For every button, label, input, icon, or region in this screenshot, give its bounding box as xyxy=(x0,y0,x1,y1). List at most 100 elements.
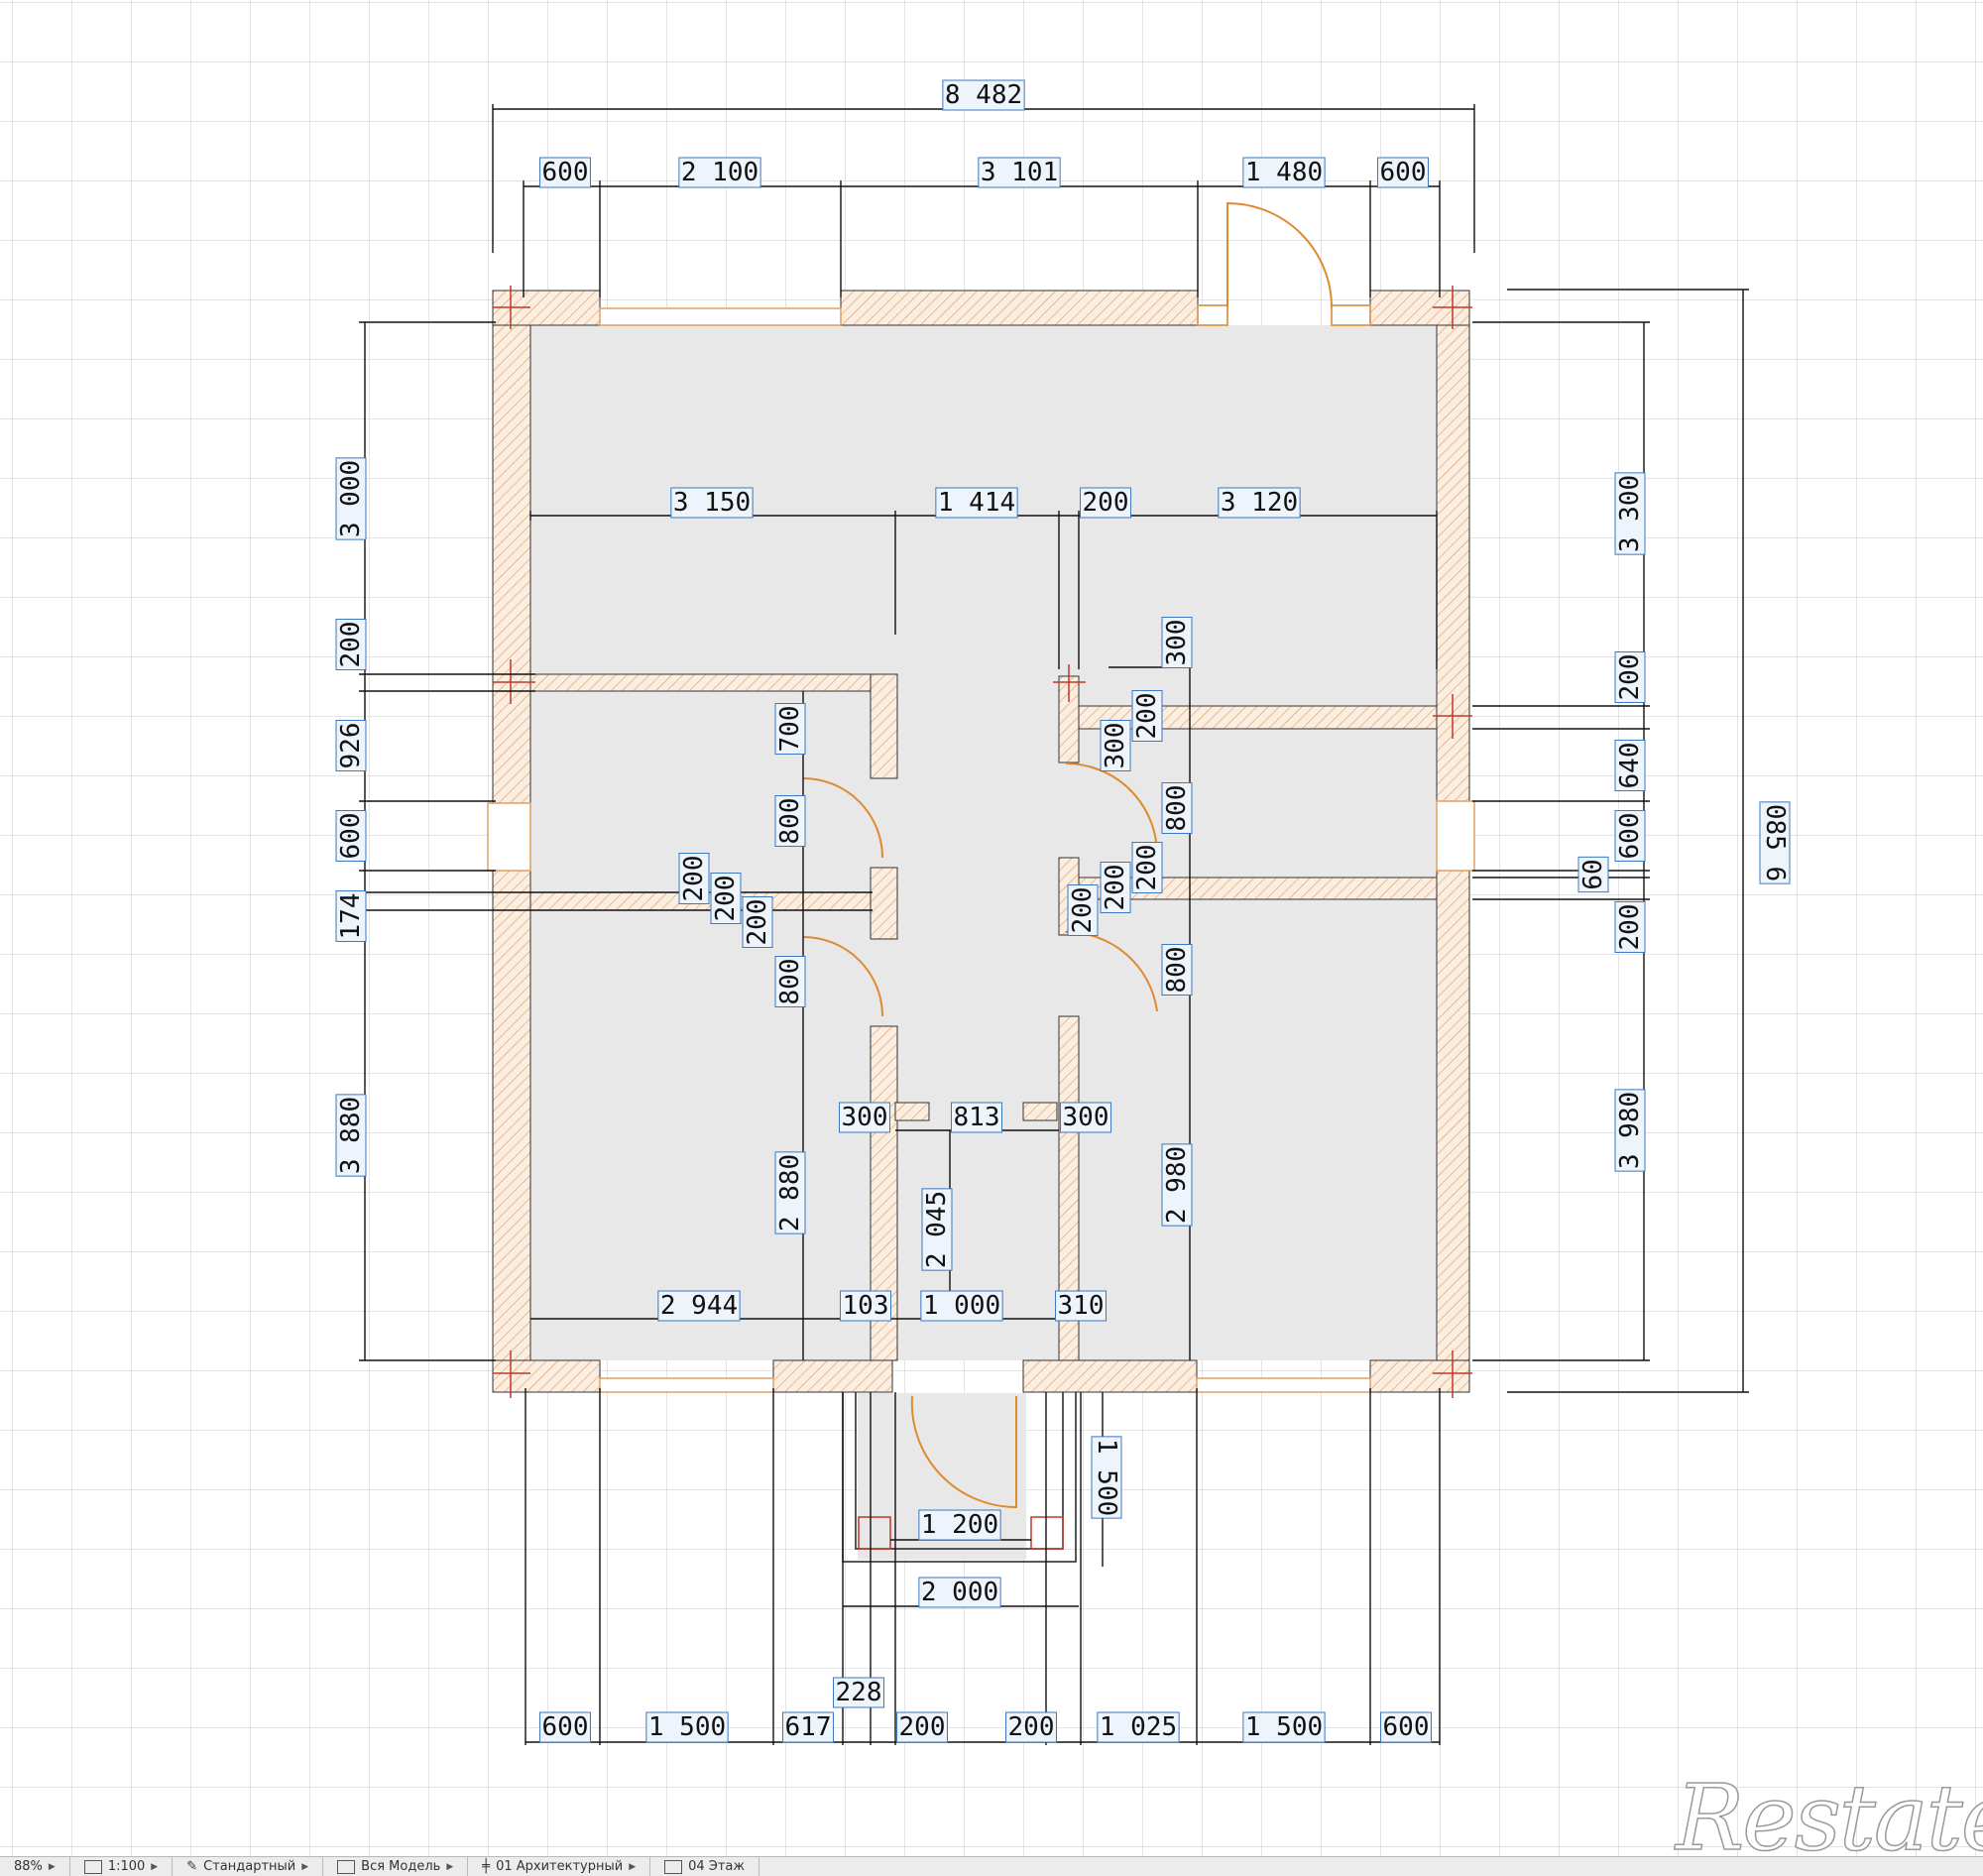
pen-set-control[interactable]: ✎Стандартный▶ xyxy=(173,1857,324,1876)
dimension-label-box xyxy=(1614,740,1646,791)
caret-down-icon: ▶ xyxy=(446,1861,454,1872)
dim-right-1: 3 300 xyxy=(1615,475,1645,552)
doors xyxy=(802,201,1371,1509)
dim-top-4: 1 480 xyxy=(1245,158,1323,187)
axis-marker-mr xyxy=(1433,694,1472,739)
dimension-labels: 8 482 600 2 100 3 101 1 480 600 600 1 50… xyxy=(335,79,1791,1743)
pen-icon: ✎ xyxy=(186,1859,198,1874)
dimension-label-box xyxy=(840,1290,891,1322)
wall-int-left-v1 xyxy=(870,673,898,779)
wall-int-left-h1 xyxy=(529,673,898,692)
porch-post-right xyxy=(1030,1516,1064,1550)
dim-far-right: 085 6 xyxy=(1760,804,1790,881)
dimension-label-box xyxy=(782,1711,834,1743)
dim-left-door-800a: 800 xyxy=(775,798,805,845)
wall-int-left-v2 xyxy=(870,867,898,940)
wall-bottom-left xyxy=(492,1359,601,1393)
dimension-label-box xyxy=(1161,944,1193,996)
dimension-label-box xyxy=(1614,810,1646,862)
dimension-label-box xyxy=(1218,487,1301,519)
dim-right-200a: 200 xyxy=(1132,693,1162,740)
dim-porch-inner: 1 200 xyxy=(921,1510,998,1540)
door-entry-frame-r xyxy=(1331,304,1371,326)
dimension-label-box xyxy=(1067,884,1099,936)
scale-control[interactable]: 1:100▶ xyxy=(70,1857,174,1876)
dimension-label-box xyxy=(1614,651,1646,703)
dimension-label-box xyxy=(1131,690,1163,742)
dimension-label-box xyxy=(1060,1102,1111,1133)
dimension-label-box xyxy=(1161,782,1193,834)
dim-left-5: 174 xyxy=(336,893,366,940)
wall-bottom-right xyxy=(1369,1359,1470,1393)
scale-icon xyxy=(83,1859,102,1874)
floor-icon xyxy=(664,1859,683,1874)
dimension-label-box xyxy=(645,1711,729,1743)
dim-bottom-2: 1 500 xyxy=(648,1712,726,1742)
dim-int-200-top: 200 xyxy=(1083,488,1129,518)
stub-right xyxy=(1022,1102,1058,1121)
wall-bottom-mid-l xyxy=(772,1359,893,1393)
dim-top-1: 600 xyxy=(542,158,589,187)
caret-down-icon: ▶ xyxy=(48,1861,56,1872)
dim-bottom-8: 600 xyxy=(1383,1712,1430,1742)
dim-mid-300-left: 300 xyxy=(842,1103,888,1132)
dim-right-200d: 200 xyxy=(1068,887,1098,934)
dim-right-height: 2 980 xyxy=(1162,1146,1192,1224)
door-left-2-arc xyxy=(802,936,883,1017)
dimension-label-box xyxy=(539,157,591,188)
dimension-label-box xyxy=(335,1094,367,1177)
dimension-label-box xyxy=(774,956,806,1007)
door-entry-frame xyxy=(1197,304,1228,326)
porch-post-left xyxy=(858,1516,891,1550)
dimension-label-box xyxy=(1161,617,1193,668)
dimension-label-box xyxy=(710,873,742,924)
dim-right-5: 60 xyxy=(1578,859,1608,889)
dimension-label-box xyxy=(657,1290,741,1322)
door-entry-arc xyxy=(1226,201,1333,308)
window-bottom-1 xyxy=(599,1377,774,1393)
floor-control[interactable]: 04 Этаж xyxy=(650,1857,760,1876)
dim-bottom-6: 1 025 xyxy=(1100,1712,1177,1742)
dimension-label-box xyxy=(1080,487,1131,519)
dim-left-door-700: 700 xyxy=(775,706,805,753)
dim-right-300b: 300 xyxy=(1101,723,1130,769)
dimension-label-box xyxy=(920,1290,1003,1322)
dim-mid-300-right: 300 xyxy=(1063,1103,1109,1132)
wall-left-upper xyxy=(492,324,531,804)
dim-porch-depth: 1 500 xyxy=(1092,1439,1121,1516)
dim-mid-103: 103 xyxy=(843,1291,889,1321)
dimension-label-box xyxy=(335,810,367,862)
windows xyxy=(487,307,1475,1393)
layer-control[interactable]: ╪01 Архитектурный▶ xyxy=(468,1857,651,1876)
dimension-label-box xyxy=(935,487,1018,519)
dim-left-height: 2 880 xyxy=(775,1154,805,1231)
door-porch-arc xyxy=(910,1395,1017,1509)
dimension-label-box xyxy=(678,157,761,188)
dim-int-3150: 3 150 xyxy=(673,488,751,518)
window-top-1 xyxy=(599,307,842,326)
dimension-label-box xyxy=(921,1188,953,1271)
model-view-control[interactable]: Вся Модель▶ xyxy=(323,1857,469,1876)
dim-int-3120: 3 120 xyxy=(1221,488,1298,518)
dimension-label-box xyxy=(1055,1290,1107,1322)
dimension-label-box xyxy=(670,487,754,519)
dimension-label-box xyxy=(1380,1711,1432,1743)
wall-top-mid xyxy=(840,290,1199,326)
dim-right-800a: 800 xyxy=(1162,785,1192,832)
dim-right-200c: 200 xyxy=(1101,865,1130,911)
dim-mid-813: 813 xyxy=(954,1103,1000,1132)
dimension-label-box xyxy=(335,457,367,540)
axis-marker-br xyxy=(1433,1350,1472,1398)
dimension-label-box xyxy=(918,1509,1001,1541)
dimension-label-box xyxy=(942,79,1025,111)
dimension-label-box xyxy=(774,1151,806,1234)
status-bar: 88%▶ 1:100▶ ✎Стандартный▶ Вся Модель▶ ╪0… xyxy=(0,1856,1983,1876)
dim-bottom-228: 228 xyxy=(836,1678,882,1707)
axis-marker-mc xyxy=(1053,664,1086,702)
dim-top-overall: 8 482 xyxy=(945,80,1022,110)
dimension-label-box xyxy=(335,890,367,942)
door-left-1-arc xyxy=(802,777,883,859)
model-icon xyxy=(337,1859,356,1874)
zoom-control[interactable]: 88%▶ xyxy=(0,1857,70,1876)
wall-bottom-mid-r xyxy=(1022,1359,1198,1393)
